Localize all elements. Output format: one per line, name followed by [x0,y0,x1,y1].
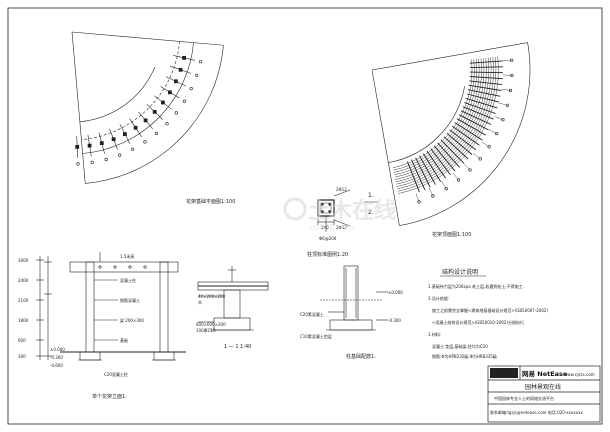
elev-note-6: C20混凝土柱 [104,371,128,377]
elevation [36,252,186,361]
elev-level-3: -0.600 [50,363,63,368]
title-brand: 网易 NetEase [522,369,568,378]
mark-1: 1. [368,192,374,199]
svg-text:co188.com: co188.com [310,223,354,232]
footing-detail [320,265,388,331]
elev-dim-2: 2400 [18,278,29,283]
elev-dim-5: 600 [18,338,26,343]
footing-note-2: C20素混凝土 [300,311,324,317]
beam-note-2: 木 [198,299,202,305]
elevation-title: 单个花架立面1: [92,393,127,400]
elev-level-1: ±0.000 [50,347,65,352]
title-logo [490,368,518,378]
footing-level-1: ±0.000 [388,290,403,295]
column-dim-bottom: 2Φ12 [336,225,347,230]
notes-line-6: 混凝土:垫层,基础梁,柱均为C20 [432,343,488,349]
section-11-title: 1 — 1 1:40 [224,344,251,350]
notes-heading: 结构设计说明 [442,268,478,276]
column-dim-stirrup: Φ6@200 [319,236,337,241]
column-section [317,189,351,232]
title-site: www.cylzx.com [564,372,595,377]
notes-line-3: 施工之前需完全掌握<建筑地基基础设计规范>(GB50007-2002) [432,307,548,313]
beam-note: 40×200×200 [198,294,226,299]
svg-text:土木在线: 土木在线 [308,198,396,224]
sheet-border [7,7,603,425]
notes-line-5: 3.材料: [428,331,441,337]
title-contact: 联系邮箱:tgsjs@netease.com 电话:020-xxxxxxx [490,409,583,415]
notes-line-7: 钢筋:Φ为HPB235级,Φ为HRB335级 [432,353,497,359]
footing-note-3: C10素混凝土垫层 [300,333,332,339]
elev-dim-6: 300 [18,354,26,359]
elev-note-1: 1.5米高 [120,253,134,259]
elev-note-4: 梁 200×300 [120,317,144,323]
elev-level-2: -0.300 [50,355,63,360]
title-tagline: 园林景观在线 [525,383,561,391]
column-section-title: 柱顶标准图例1:20 [307,251,348,258]
title-block [487,365,601,423]
pad-note-2: 100厚C10 [196,328,216,333]
column-dim-width: 240 [321,225,329,230]
plan-1-title: 花架基础平面图1:100 [186,198,235,205]
elev-dim-3: 2100 [18,298,29,303]
notes-line-4: <混凝土结构设计规范>(GB50010-2002)分册执行 [432,319,524,325]
elev-note-5: 基础 [120,337,128,343]
watermark: 土木在线 co188.com [283,197,396,232]
plan-2 [371,42,531,226]
elev-note-2: 混凝土柱 [120,277,136,283]
footing-title: 柱基础配筋1: [346,353,376,360]
plan-2-title: 花架顶面图1:100 [432,231,471,238]
title-platform: 中国园林专业人士的网络交流平台 [494,395,554,401]
pad-note: 600×600×200 [196,322,226,327]
notes-line-1: 1.基础持力层为200kpa 老土层,若遇到松土,不得施工. [428,283,524,289]
section-1-1 [197,266,269,331]
elev-note-3: 钢筋混凝土 [120,297,140,303]
elev-dim-4: 1800 [18,318,29,323]
column-dim-top: 2Φ12 [336,187,347,192]
footing-level-2: -0.300 [388,318,401,323]
mark-2: 2. [368,209,374,216]
plan-1 [71,31,224,184]
elev-dim-1: 3000 [18,258,29,263]
notes-line-2: 2.设计依据: [428,295,449,301]
